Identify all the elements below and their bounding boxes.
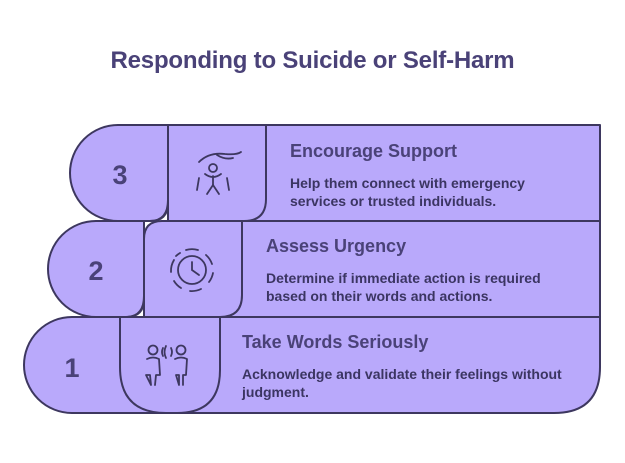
step-1-desc-line1: Acknowledge and validate their feelings … xyxy=(242,366,562,382)
clock-icon xyxy=(170,248,214,292)
step-2-number: 2 xyxy=(88,256,103,286)
hand-support-person-icon xyxy=(196,151,242,195)
step-2-desc-line2: based on their words and actions. xyxy=(266,288,492,304)
step-1-number: 1 xyxy=(64,353,79,383)
step-1-left-curve xyxy=(125,295,145,318)
step-3-number: 3 xyxy=(112,160,127,190)
step-3-title: Encourage Support xyxy=(290,141,457,161)
step-1-tab-divider xyxy=(119,317,167,414)
step-1-inner-curve xyxy=(176,317,221,414)
two-people-talking-icon xyxy=(145,344,188,386)
step-3: 3 Encourage Support Help them connect wi… xyxy=(69,124,601,301)
step-1-desc-line2: judgment. xyxy=(241,384,309,400)
step-1: 1 Take Words Seriously Acknowledge and v… xyxy=(23,295,601,414)
step-2-title: Assess Urgency xyxy=(266,236,406,256)
step-3-desc-line2: services or trusted individuals. xyxy=(290,193,496,209)
step-2-desc-line1: Determine if immediate action is require… xyxy=(266,270,541,286)
step-1-title: Take Words Seriously xyxy=(242,332,428,352)
step-1-body xyxy=(23,316,601,414)
step-2-left-curve xyxy=(149,199,169,222)
step-3-desc-line1: Help them connect with emergency xyxy=(290,175,525,191)
page-title: Responding to Suicide or Self-Harm xyxy=(110,47,515,74)
